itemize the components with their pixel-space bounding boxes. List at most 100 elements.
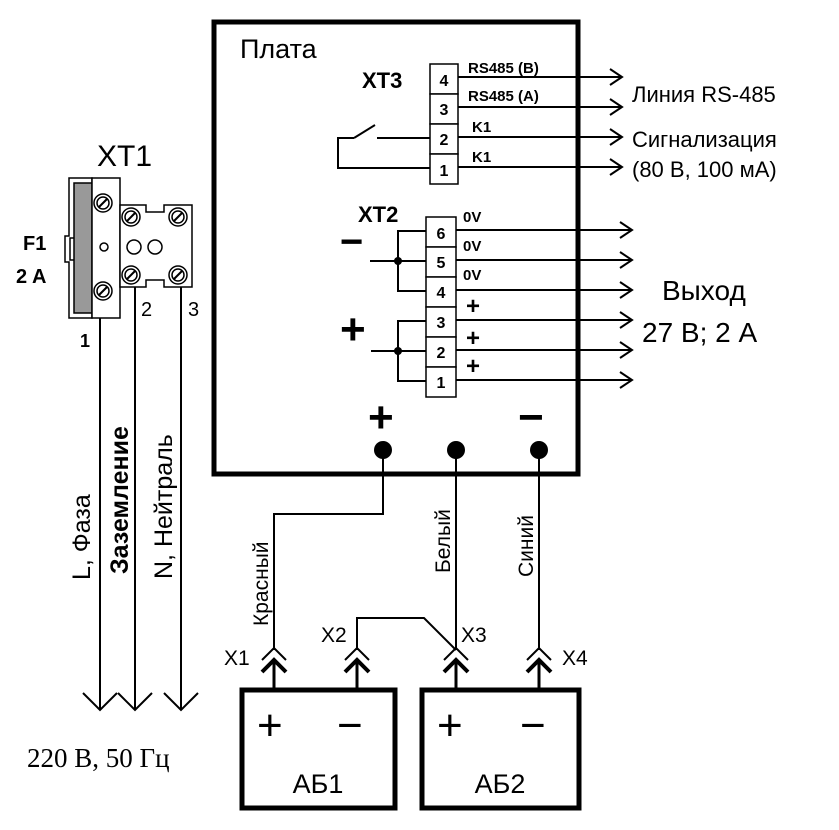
xt2-wire — [456, 311, 633, 329]
battery-terminals: + − — [368, 393, 548, 459]
xt3-pin-num: 1 — [440, 163, 449, 180]
ground-label: Заземление — [106, 426, 134, 574]
screw-icon — [93, 281, 113, 301]
xt2-pin-num: 4 — [437, 285, 446, 302]
xt1-pin-label: 2 — [141, 299, 152, 321]
xt1-pin-label: 3 — [188, 299, 199, 321]
xt2-pin-3 — [425, 306, 457, 338]
battery-name: АБ2 — [475, 769, 526, 799]
output-rating: 27 В; 2 А — [642, 317, 758, 348]
battery-ab2: + − АБ2 — [419, 687, 582, 811]
xt2-connector: XT2 6 5 4 3 2 1 0V 0V 0V + + + — [340, 202, 758, 398]
xt3-title: XT3 — [362, 68, 402, 93]
red-wire-label: Красный — [250, 541, 273, 626]
xt2-pin-num: 6 — [437, 226, 446, 243]
screw-icon — [168, 265, 188, 285]
xt3-pin-4 — [429, 63, 459, 95]
board-title: Плата — [240, 34, 318, 64]
red-wire — [273, 450, 384, 650]
connector-label: X1 — [224, 647, 250, 670]
xt3-signal-label: K1 — [472, 149, 491, 166]
relay-contact-icon — [337, 124, 430, 169]
xt3-wire — [458, 98, 623, 116]
xt1-pin-label: 1 — [80, 331, 90, 351]
battery-ab1: + − АБ1 — [239, 687, 398, 811]
plus-group-sign: + — [340, 305, 366, 354]
connector-label: X3 — [461, 624, 487, 647]
connector-x4 — [525, 646, 553, 690]
xt3-pin-3 — [429, 93, 459, 125]
xt2-title: XT2 — [358, 202, 398, 227]
phase-wire — [82, 318, 118, 712]
connector-label: X2 — [321, 624, 347, 647]
xt3-signal-label: RS485 (B) — [468, 60, 539, 77]
board-plus-sign: + — [368, 393, 394, 442]
minus-group-sign: − — [340, 220, 363, 264]
xt2-pin-2 — [425, 336, 457, 368]
neutral-label: N, Нейтраль — [150, 434, 178, 579]
xt1-connector: XT1 F1 2 A 1 2 3 — [16, 140, 199, 773]
screw-icon — [93, 193, 113, 213]
board-outline — [211, 19, 581, 477]
xt2-wire — [456, 371, 633, 389]
battery-minus-sign: − — [337, 701, 363, 750]
xt2-wire — [456, 221, 633, 239]
xt3-connector: XT3 4 3 2 1 RS485 (B) RS485 (A) K1 K1 — [337, 60, 777, 185]
xt3-pin-num: 3 — [440, 102, 449, 119]
output-label: Выход — [662, 275, 746, 306]
xt3-terminal-block: 4 3 2 1 — [429, 63, 459, 185]
xt2-signal-label: + — [466, 325, 480, 352]
alarm-rating: (80 В, 100 мА) — [632, 157, 777, 182]
battery-name: АБ1 — [293, 769, 344, 799]
screw-icon — [121, 207, 141, 227]
xt3-pin-num: 4 — [440, 73, 449, 90]
fuse-label: F1 — [23, 233, 46, 255]
fuse-icon — [64, 177, 93, 319]
xt2-signal-label: 0V — [463, 238, 481, 255]
xt2-pin-1 — [425, 366, 457, 398]
connector-x3 — [442, 646, 470, 690]
battery-plus-sign: + — [257, 701, 283, 750]
xt2-wire — [456, 341, 633, 359]
connector-label: X4 — [562, 647, 588, 670]
minus-bus — [370, 230, 426, 292]
xt2-signal-label: 0V — [463, 267, 481, 284]
xt1-title: XT1 — [97, 140, 152, 173]
xt2-wire — [456, 281, 633, 299]
xt2-pin-num: 3 — [437, 315, 446, 332]
neutral-wire — [163, 287, 199, 712]
battery-wiring — [273, 450, 540, 651]
xt2-signal-label: + — [466, 293, 480, 320]
connector-x1 — [260, 646, 288, 690]
supply-label: 220 В, 50 Гц — [27, 743, 170, 773]
board-minus-sign: − — [518, 393, 544, 442]
ground-wire — [117, 287, 153, 712]
xt3-signal-label: K1 — [472, 119, 491, 136]
fuse-rating: 2 A — [16, 266, 46, 288]
rs485-line-label: Линия RS-485 — [632, 82, 776, 107]
terminal-body — [91, 177, 193, 319]
battery-plus-sign: + — [437, 701, 463, 750]
alarm-label: Сигнализация — [632, 127, 777, 152]
board: Плата — [211, 19, 581, 477]
xt2-signal-label: 0V — [463, 209, 481, 226]
xt3-wire — [458, 158, 623, 176]
phase-label: L, Фаза — [68, 494, 96, 580]
xt2-pin-4 — [425, 276, 457, 308]
battery-minus-sign: − — [520, 701, 546, 750]
blue-wire-label: Синий — [515, 515, 538, 577]
xt2-pin-num: 2 — [437, 345, 446, 362]
xt2-terminal-block: 6 5 4 3 2 1 — [425, 216, 457, 398]
xt2-pin-num: 5 — [437, 255, 446, 272]
xt2-wire — [456, 251, 633, 269]
xt3-pin-num: 2 — [440, 132, 449, 149]
screw-icon — [168, 207, 188, 227]
white-wire-label: Белый — [432, 509, 455, 573]
xt3-signal-label: RS485 (A) — [468, 88, 539, 105]
screw-icon — [121, 265, 141, 285]
xt2-pin-num: 1 — [437, 375, 446, 392]
xt2-signal-label: + — [466, 353, 480, 380]
xt3-wire — [458, 68, 623, 86]
plus-bus — [371, 320, 426, 382]
